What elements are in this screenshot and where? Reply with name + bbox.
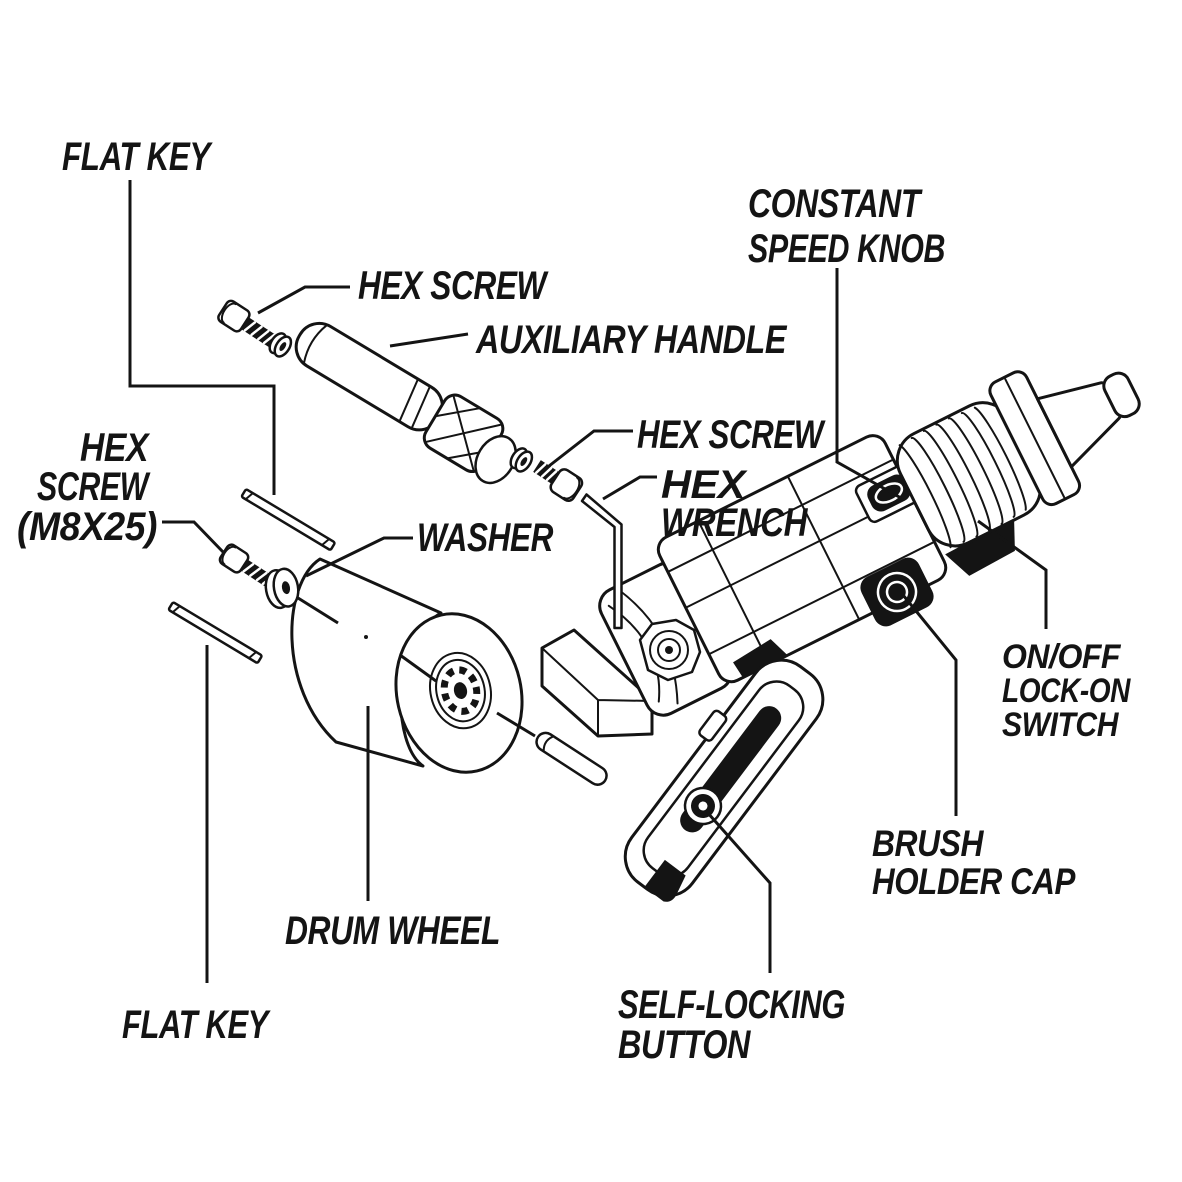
label-auxiliary-handle: AUXILIARY HANDLE <box>475 318 787 362</box>
svg-text:SELF-LOCKING: SELF-LOCKING <box>618 983 845 1027</box>
leader-aux-handle <box>389 332 469 348</box>
label-constant-speed-knob: CONSTANT SPEED KNOB <box>748 182 946 271</box>
svg-text:BRUSH: BRUSH <box>872 823 985 864</box>
drum-wheel-drawing <box>290 557 524 774</box>
svg-text:SPEED KNOB: SPEED KNOB <box>748 227 945 271</box>
leader-brush-cap <box>901 594 958 816</box>
label-hex-screw-m8x25: HEX SCREW (M8X25) <box>17 426 158 549</box>
leader-hex-wrench <box>602 475 657 501</box>
svg-text:(M8X25): (M8X25) <box>17 505 157 549</box>
label-hex-wrench: HEX WRENCH <box>661 463 809 545</box>
label-drum-wheel: DRUM WHEEL <box>285 909 500 953</box>
svg-text:SWITCH: SWITCH <box>1002 706 1120 744</box>
front-arm-drawing <box>623 658 825 902</box>
exploded-axis-lines <box>297 596 536 738</box>
hex-wrench-drawing <box>580 493 623 630</box>
spindle-rod-drawing <box>535 731 608 786</box>
svg-text:SCREW: SCREW <box>37 465 151 509</box>
hex-screw-top-drawing <box>217 299 278 348</box>
svg-text:HEX: HEX <box>80 426 150 470</box>
labels: FLAT KEY HEX SCREW AUXILIARY HANDLE HEX … <box>17 135 1132 1067</box>
hex-screw-mid-drawing <box>533 460 584 502</box>
svg-text:LOCK-ON: LOCK-ON <box>1002 672 1132 710</box>
label-hex-screw-mid: HEX SCREW <box>637 413 826 457</box>
label-flat-key-bottom: FLAT KEY <box>122 1003 271 1047</box>
label-hex-screw-top: HEX SCREW <box>358 264 549 308</box>
leader-hex-screw-m8 <box>162 520 226 555</box>
label-flat-key-top: FLAT KEY <box>62 135 213 179</box>
drum-mount-beam-drawing <box>540 628 654 738</box>
auxiliary-handle-drawing <box>294 321 517 485</box>
label-brush-holder-cap: BRUSH HOLDER CAP <box>872 823 1076 902</box>
svg-text:CONSTANT: CONSTANT <box>748 182 923 226</box>
svg-text:ON/OFF: ON/OFF <box>1002 638 1122 676</box>
washer-small-top-drawing <box>268 332 293 358</box>
label-on-off-lock-on-switch: ON/OFF LOCK-ON SWITCH <box>1002 638 1132 744</box>
spindle-face-drawing <box>638 618 702 682</box>
svg-text:HEX: HEX <box>661 463 748 507</box>
svg-text:BUTTON: BUTTON <box>618 1023 751 1067</box>
leader-constant-speed <box>835 268 902 500</box>
flat-key-top-drawing <box>240 488 336 551</box>
leader-self-locking <box>705 811 772 973</box>
label-self-locking-button: SELF-LOCKING BUTTON <box>618 983 846 1067</box>
label-washer: WASHER <box>417 516 553 560</box>
washer-large-drawing <box>264 567 300 610</box>
leader-washer <box>305 536 413 578</box>
leader-on-off-switch <box>977 519 1048 629</box>
leader-lines <box>128 180 1048 983</box>
washer-small-mid-drawing <box>509 447 534 473</box>
svg-text:WRENCH: WRENCH <box>661 501 808 545</box>
leader-flat-key-top <box>128 180 276 495</box>
flat-key-bottom-drawing <box>167 601 263 664</box>
leader-hex-screw-top <box>257 285 350 315</box>
self-locking-button <box>683 786 723 826</box>
svg-text:HOLDER CAP: HOLDER CAP <box>872 861 1076 902</box>
leader-hex-screw-mid <box>548 429 633 468</box>
lock-on-switch <box>945 517 1015 576</box>
